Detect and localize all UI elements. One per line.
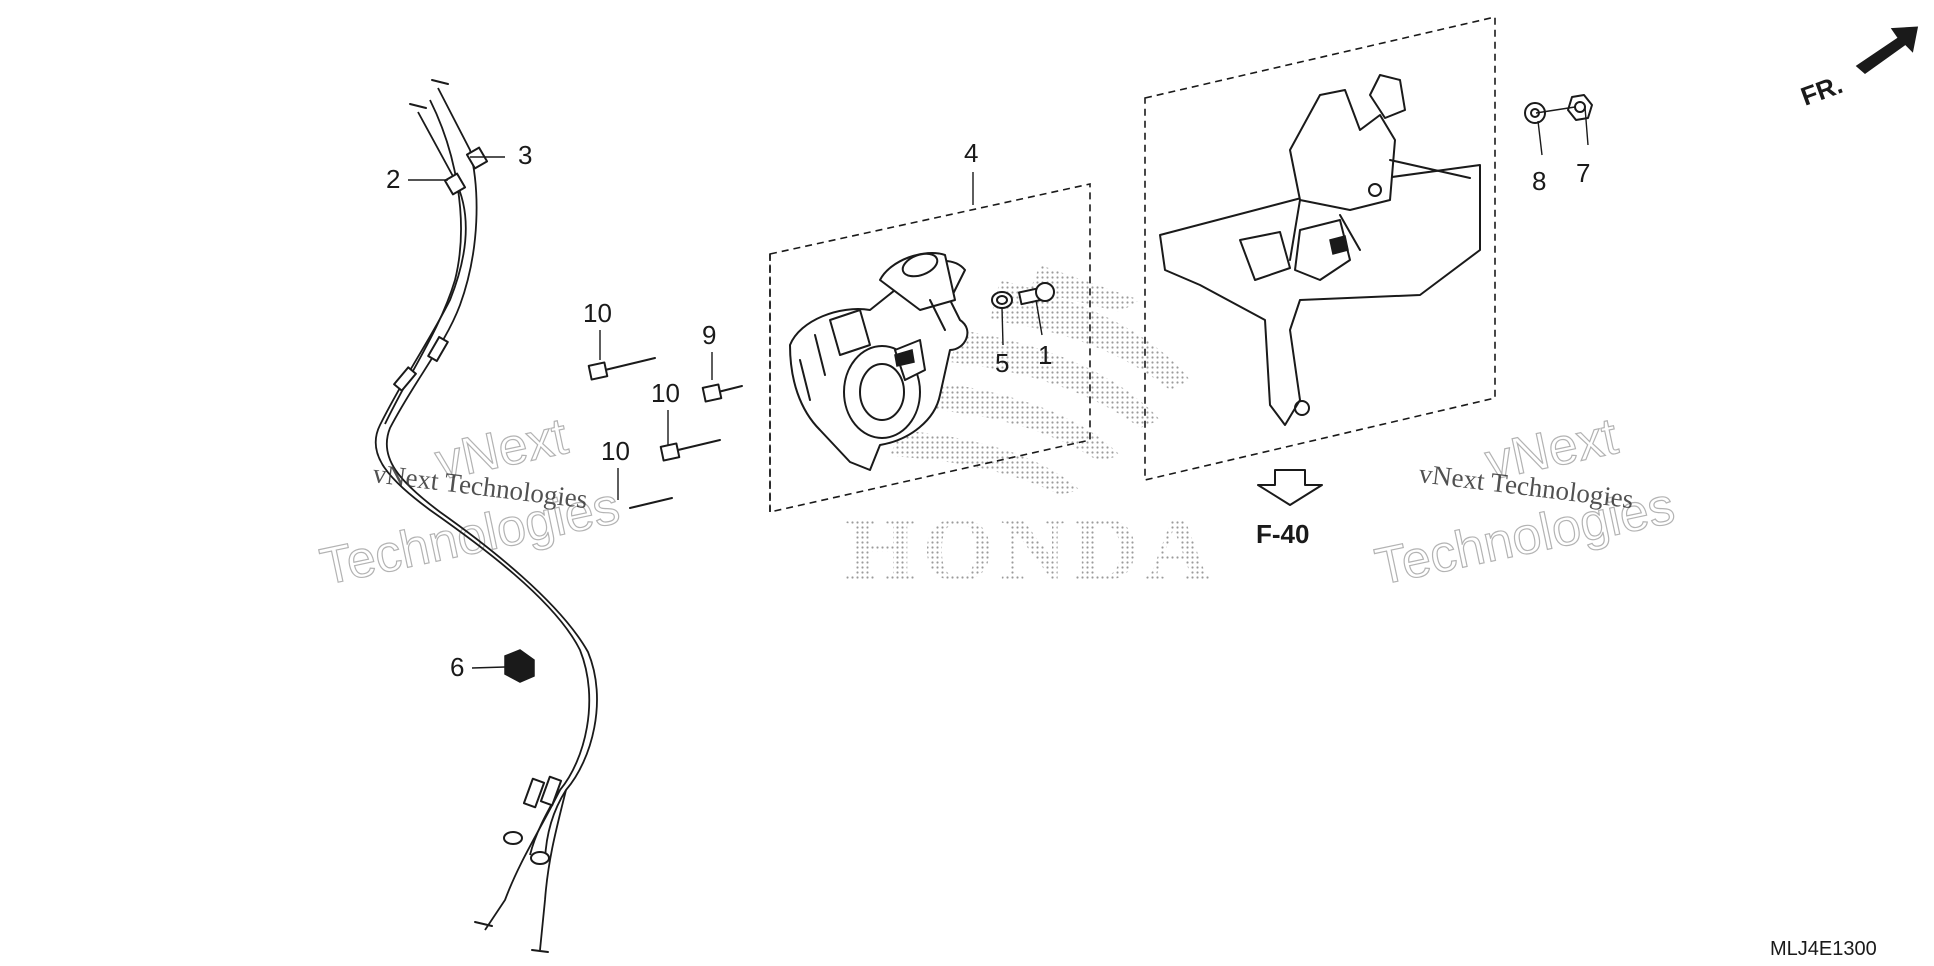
bracket-assembly [1144,15,1496,482]
brand-watermark: HONDA [845,265,1217,600]
bolt-10-upper [587,357,656,381]
diagram-code: MLJ4E1300 [1770,938,1877,960]
callout-8: 8 [1532,166,1546,196]
callout-7: 7 [1576,158,1590,188]
front-direction-indicator: FR. [1797,26,1919,112]
callout-4: 4 [964,138,978,168]
callout-6: 6 [450,652,464,682]
throttle-body-assembly [769,183,1091,513]
callout-10-upper: 10 [583,298,612,328]
clip-part [504,649,535,683]
callout-5: 5 [995,348,1009,378]
bolt-10-middle [659,439,721,462]
callout-10-middle: 10 [651,378,680,408]
reference-arrow: F-40 [1256,469,1323,549]
screw-and-grommet [991,282,1055,309]
brand-letters: HONDA [845,498,1217,600]
bolt-9 [701,383,743,403]
callout-10-lower: 10 [601,436,630,466]
callout-2: 2 [386,164,400,194]
throttle-cables [374,79,598,953]
callout-3: 3 [518,140,532,170]
front-direction-label: FR. [1797,69,1847,112]
bolts [587,357,743,509]
callout-numbers: 1 2 3 4 5 6 7 8 9 10 10 10 [386,138,1590,682]
callout-9: 9 [702,320,716,350]
leader-lines [408,106,1589,669]
reference-label: F-40 [1256,519,1309,549]
bolt-10-lower [629,497,673,509]
callout-1: 1 [1038,340,1052,370]
